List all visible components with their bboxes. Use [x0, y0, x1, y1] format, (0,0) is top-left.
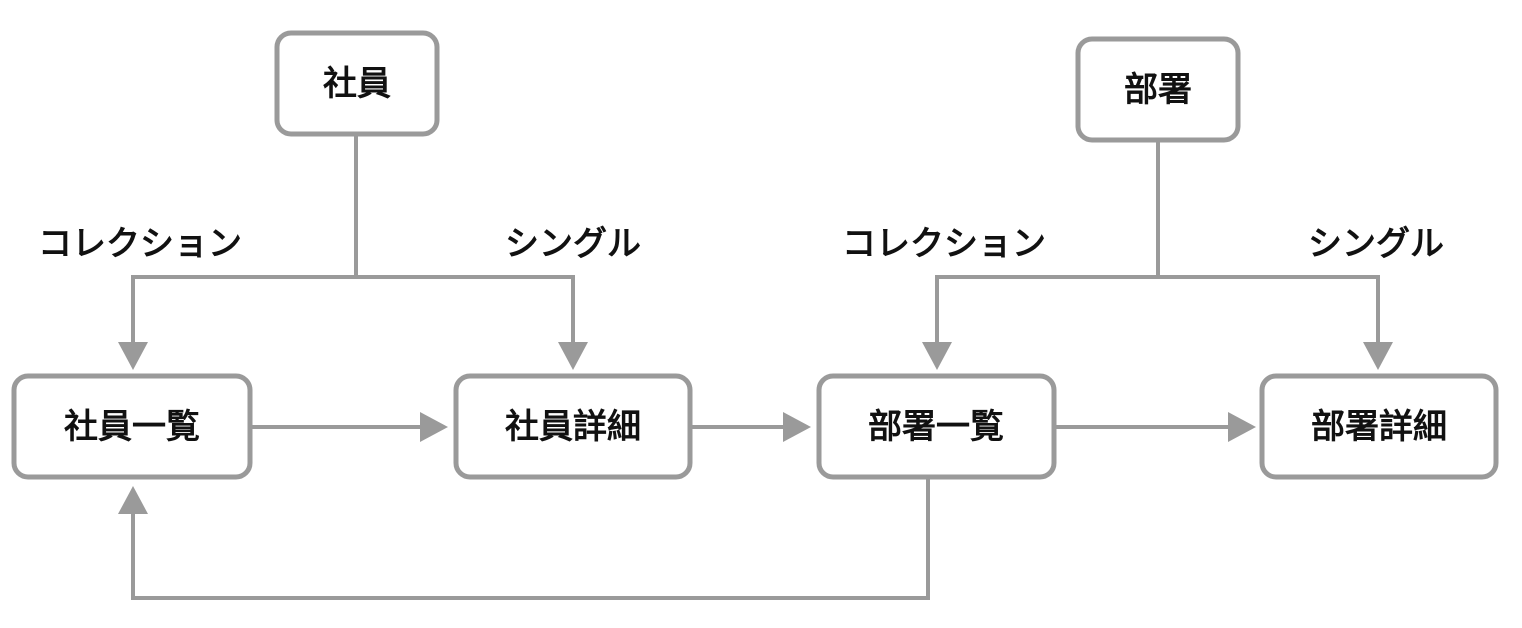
arrowhead [922, 342, 952, 370]
node-label: 社員詳細 [505, 407, 641, 447]
arrowhead [118, 486, 148, 514]
connectors [118, 134, 1393, 600]
edge-department-fork [935, 140, 1160, 348]
arrowhead [1363, 342, 1393, 370]
node-department: 部署 [1075, 36, 1241, 143]
label-employee-single: シングル [505, 224, 641, 264]
node-label: 社員 [323, 64, 391, 104]
edge-department-to-detail [1158, 275, 1380, 348]
edge-labels: コレクション シングル コレクション シングル [38, 224, 1444, 264]
label-department-single: シングル [1308, 224, 1444, 264]
arrowhead [558, 342, 588, 370]
label-employee-collection: コレクション [38, 224, 242, 264]
node-employee-detail: 社員詳細 [453, 373, 693, 480]
arrowhead [783, 412, 811, 442]
node-label: 部署 [1124, 70, 1192, 110]
edge-employee-fork [131, 134, 358, 348]
edge-employee-to-detail [356, 275, 575, 348]
node-employee-list: 社員一覧 [11, 373, 253, 480]
node-employee: 社員 [274, 30, 440, 137]
node-label: 社員一覧 [64, 407, 200, 447]
node-label: 部署一覧 [868, 407, 1004, 447]
node-department-detail: 部署詳細 [1259, 373, 1499, 480]
arrowhead [118, 342, 148, 370]
label-department-collection: コレクション [842, 224, 1046, 264]
edge-department-list-back-to-employee-list [131, 478, 930, 600]
arrowhead [1228, 412, 1256, 442]
node-label: 部署詳細 [1311, 407, 1447, 447]
node-department-list: 部署一覧 [816, 373, 1057, 480]
arrowhead [420, 412, 448, 442]
